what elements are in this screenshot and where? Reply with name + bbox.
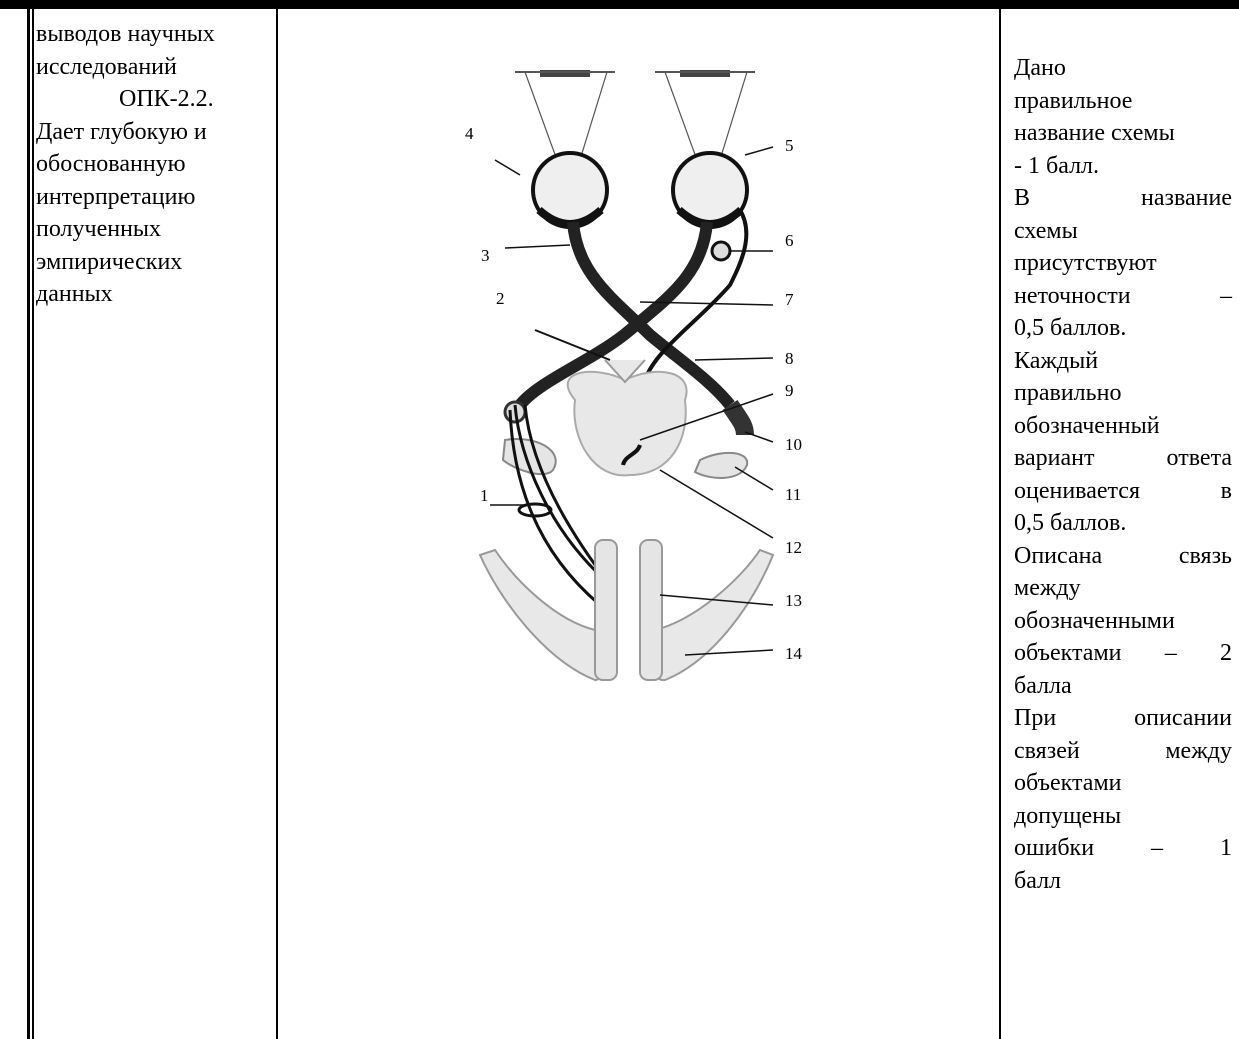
criteria-word: балла <box>1014 673 1072 699</box>
competency-line: Дает глубокую и <box>36 116 276 149</box>
diagram-label-9: 9 <box>785 381 794 400</box>
optic-radiation <box>730 405 745 435</box>
criteria-line: правильное <box>1014 85 1232 118</box>
criteria-word: схемы <box>1014 218 1078 244</box>
criteria-word: объектами <box>1014 637 1121 670</box>
diagram-label-1: 1 <box>480 486 489 505</box>
competency-line: интерпретацию <box>36 181 276 214</box>
criteria-word: – <box>1165 637 1177 670</box>
criteria-word: название схемы <box>1014 120 1175 146</box>
criteria-line: неточности – <box>1014 280 1232 313</box>
criteria-word: 0,5 баллов. <box>1014 315 1126 341</box>
criteria-line: 0,5 баллов. <box>1014 312 1232 345</box>
criteria-word: правильное <box>1014 88 1132 114</box>
diagram-label-14: 14 <box>785 644 803 663</box>
criteria-word: обозначенный <box>1014 413 1160 439</box>
competency-line: исследований <box>36 51 276 84</box>
criteria-line: Описана связь <box>1014 540 1232 573</box>
criteria-line: название схемы <box>1014 117 1232 150</box>
criteria-word: 2 <box>1220 637 1232 670</box>
diagram-label-8: 8 <box>785 349 794 368</box>
criteria-line: обозначенный <box>1014 410 1232 443</box>
column-divider-left <box>276 0 278 1039</box>
criteria-word: между <box>1014 575 1081 601</box>
criteria-word: В <box>1014 182 1030 215</box>
criteria-word: оценивается <box>1014 475 1140 508</box>
ciliary-ganglion <box>712 242 730 260</box>
criteria-word: связь <box>1179 540 1232 573</box>
criteria-word: ошибки <box>1014 832 1094 865</box>
diagram-label-12: 12 <box>785 538 802 557</box>
criteria-line: допущены <box>1014 800 1232 833</box>
criteria-line: обозначенными <box>1014 605 1232 638</box>
criteria-line: Дано <box>1014 52 1232 85</box>
criteria-word: неточности <box>1014 280 1131 313</box>
competency-code: ОПК-2.2. <box>36 83 276 116</box>
competency-line: выводов научных <box>36 18 276 51</box>
criteria-line: оценивается в <box>1014 475 1232 508</box>
criteria-word: - 1 балл. <box>1014 153 1099 179</box>
competency-line: полученных <box>36 213 276 246</box>
table-top-border <box>0 0 1239 9</box>
criteria-line: балла <box>1014 670 1232 703</box>
criteria-word: между <box>1165 735 1232 768</box>
criteria-word: При <box>1014 702 1056 735</box>
competency-line: обоснованную <box>36 148 276 181</box>
criteria-word: Дано <box>1014 55 1066 81</box>
criteria-line: объектами <box>1014 767 1232 800</box>
competency-line: эмпирических <box>36 246 276 279</box>
competency-line: данных <box>36 278 276 311</box>
diagram-label-13: 13 <box>785 591 802 610</box>
diagram-label-6: 6 <box>785 231 794 250</box>
criteria-word: обозначенными <box>1014 608 1175 634</box>
table-inner-left-border <box>32 0 34 1039</box>
diagram-label-11: 11 <box>785 485 801 504</box>
criteria-line: объектами – 2 <box>1014 637 1232 670</box>
criteria-word: ответа <box>1167 442 1232 475</box>
criteria-word: описании <box>1134 702 1232 735</box>
visual-pathway-diagram: 1 2 3 4 5 6 7 8 9 10 11 12 13 14 <box>455 60 835 710</box>
criteria-word: название <box>1141 182 1232 215</box>
competency-cell: выводов научных исследований ОПК-2.2. Да… <box>36 18 276 311</box>
criteria-line: вариант ответа <box>1014 442 1232 475</box>
criteria-word: – <box>1151 832 1163 865</box>
table-outer-left-border <box>27 0 30 1039</box>
criteria-line: ошибки – 1 <box>1014 832 1232 865</box>
criteria-line: связей между <box>1014 735 1232 768</box>
cortex-left <box>480 550 603 680</box>
diagram-label-4: 4 <box>465 124 474 143</box>
criteria-line: схемы <box>1014 215 1232 248</box>
cortex-right <box>650 550 773 680</box>
column-divider-right <box>999 0 1001 1039</box>
diagram-label-3: 3 <box>481 246 490 265</box>
criteria-word: присутствуют <box>1014 250 1157 276</box>
criteria-line: правильно <box>1014 377 1232 410</box>
criteria-word: 0,5 баллов. <box>1014 510 1126 536</box>
criteria-line: Каждый <box>1014 345 1232 378</box>
criteria-line: присутствуют <box>1014 247 1232 280</box>
diagram-label-2: 2 <box>496 289 505 308</box>
criteria-word: Описана <box>1014 540 1102 573</box>
lateral-geniculate-right <box>695 453 747 478</box>
criteria-line: между <box>1014 572 1232 605</box>
criteria-word: 1 <box>1220 832 1232 865</box>
criteria-line: При описании <box>1014 702 1232 735</box>
diagram-label-7: 7 <box>785 290 794 309</box>
criteria-word: допущены <box>1014 803 1121 829</box>
criteria-word: правильно <box>1014 380 1121 406</box>
criteria-word: в <box>1221 475 1232 508</box>
criteria-word: связей <box>1014 735 1080 768</box>
criteria-word: объектами <box>1014 770 1121 796</box>
criteria-word: балл <box>1014 868 1061 894</box>
diagram-label-10: 10 <box>785 435 802 454</box>
diagram-label-5: 5 <box>785 136 794 155</box>
criteria-line: 0,5 баллов. <box>1014 507 1232 540</box>
criteria-word: – <box>1220 280 1232 313</box>
criteria-word: Каждый <box>1014 348 1098 374</box>
criteria-line: - 1 балл. <box>1014 150 1232 183</box>
criteria-line: балл <box>1014 865 1232 898</box>
criteria-word: вариант <box>1014 442 1095 475</box>
